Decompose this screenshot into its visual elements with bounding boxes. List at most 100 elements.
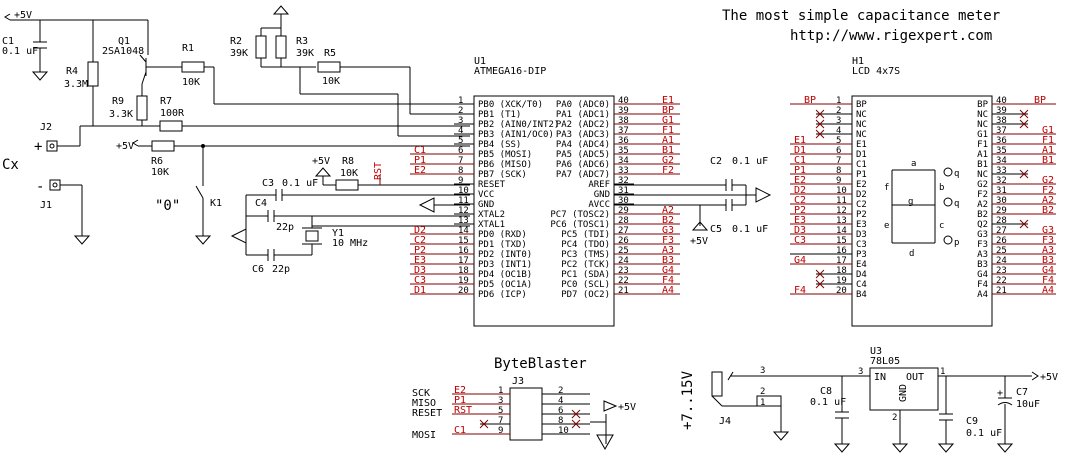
svg-text:d: d	[909, 249, 914, 259]
u1-pin-39-label: PA1 (ADC1)	[556, 110, 610, 120]
connector-j4: J4 3 2 1	[711, 366, 790, 441]
h1-pin-23-label: G4	[977, 270, 988, 280]
svg-text:b: b	[939, 183, 944, 193]
u1-pin-8-number: 8	[458, 166, 463, 176]
svg-text:0.1 uF: 0.1 uF	[732, 156, 768, 167]
u1-pin-26-number: 26	[618, 236, 629, 246]
svg-text:3: 3	[858, 367, 863, 377]
u1-pin-9-label: RESET	[478, 180, 506, 190]
h1-pin-11-number: 11	[836, 196, 847, 206]
u1-net-33: F2	[662, 165, 674, 176]
h1-pin-10-number: 10	[836, 186, 847, 196]
u1-pin-24-label: PC2 (TCK)	[561, 260, 610, 270]
schematic-url[interactable]: http://www.rigexpert.com	[790, 28, 992, 44]
u1-pin-17-label: PD3 (INT1)	[478, 260, 532, 270]
u1-pin-8-label: PB7 (SCK)	[478, 170, 527, 180]
h1-pin-28-label: Q2	[977, 220, 988, 230]
h1-pin-5-label: E1	[856, 140, 867, 150]
u1-pin-14-label: PD0 (RXD)	[478, 230, 527, 240]
j3-pin-9-number: 9	[498, 426, 503, 436]
u1-pin-2-number: 2	[458, 106, 463, 116]
u1-pin-16-number: 16	[458, 246, 469, 256]
u1-pin-7-label: PB6 (MISO)	[478, 160, 532, 170]
u1-pin-20-label: PD6 (ICP)	[478, 290, 527, 300]
j3-signal-1: SCK	[412, 388, 430, 399]
connector-j2: J2 +	[34, 122, 160, 155]
u1-pin-3-number: 3	[458, 116, 463, 126]
capacitor-c9: C9 0.1 uF	[937, 376, 1002, 453]
crystal-y1: Y1 10 MHz	[302, 216, 470, 255]
h1-pin-5-number: 5	[836, 136, 841, 146]
u1-pin-15-label: PD1 (TXD)	[478, 240, 527, 250]
j3-pin-6-number: 6	[558, 406, 563, 416]
resistor-r4: R4 3.3M	[64, 61, 99, 126]
u1-pin-23-number: 23	[618, 266, 629, 276]
h1-net-13: E3	[794, 215, 806, 226]
svg-text:C3: C3	[262, 178, 274, 189]
svg-text:H1: H1	[852, 56, 864, 67]
capacitor-c2: C2 0.1 uF	[614, 156, 772, 205]
svg-text:+: +	[34, 139, 42, 155]
u1-pin-32-label: AREF	[588, 180, 610, 190]
j3-net-9: C1	[454, 425, 466, 436]
svg-text:IN: IN	[874, 372, 886, 383]
svg-text:0.1 uF: 0.1 uF	[810, 397, 846, 408]
svg-text:100R: 100R	[160, 108, 185, 119]
j3-pin-3-number: 3	[498, 396, 503, 406]
j3-net-1: E2	[454, 385, 466, 396]
svg-text:39K: 39K	[296, 48, 314, 59]
h1-net-5: E1	[794, 135, 806, 146]
h1-net-14: D3	[794, 225, 806, 236]
svg-text:10K: 10K	[151, 167, 169, 178]
h1-pin-32-label: G2	[977, 180, 988, 190]
u1-pin-9-number: 9	[458, 176, 463, 186]
capacitor-c7: C7 10uF +	[996, 376, 1040, 453]
h1-net-20: F4	[794, 285, 806, 296]
svg-text:+5V: +5V	[690, 236, 708, 247]
capacitor-c5: C5 0.1 uF +5V	[614, 199, 768, 247]
resistor-r6: +5V R6 10K	[116, 139, 470, 178]
h1-pin-14-label: D3	[856, 230, 867, 240]
h1-pin-29-label: B2	[977, 210, 988, 220]
h1-pin-10-label: D2	[856, 190, 867, 200]
h1-pin-14-number: 14	[836, 226, 847, 236]
svg-text:10K: 10K	[182, 77, 200, 88]
u1-pin-36-number: 36	[618, 136, 629, 146]
u1-net-22: F4	[662, 275, 674, 286]
svg-text:R4: R4	[66, 66, 78, 77]
h1-net-26: F3	[1042, 235, 1054, 246]
svg-text:0.1 uF: 0.1 uF	[282, 178, 318, 189]
u1-pin-25-label: PC3 (TMS)	[561, 250, 610, 260]
svg-text:R8: R8	[342, 156, 354, 167]
h1-pin-19-number: 19	[836, 276, 847, 286]
u1-net-16: P2	[414, 245, 426, 256]
h1-pin-23-number: 23	[996, 266, 1007, 276]
svg-text:J1: J1	[40, 200, 52, 211]
svg-text:OUT: OUT	[906, 372, 924, 383]
u1-pin-39-number: 39	[618, 106, 629, 116]
h1-pin-35-label: A1	[977, 150, 988, 160]
j3-pin-5-number: 5	[498, 406, 503, 416]
h1-pin-2-label: NC	[856, 110, 867, 120]
resistor-r1: R1 10K	[181, 43, 470, 105]
h1-net-17: G4	[794, 255, 806, 266]
svg-text:a: a	[911, 159, 916, 169]
svg-text:K1: K1	[210, 198, 222, 209]
svg-text:-: -	[36, 179, 44, 195]
u1-net-35: B1	[662, 145, 674, 156]
u1-pin-37-number: 37	[618, 126, 629, 136]
u1-net-29: A2	[662, 205, 674, 216]
svg-text:C5: C5	[710, 224, 722, 235]
svg-text:C9: C9	[966, 416, 978, 427]
h1-pin-12-number: 12	[836, 206, 847, 216]
h1-pin-30-number: 30	[996, 196, 1007, 206]
u1-pin-19-number: 19	[458, 276, 469, 286]
svg-text:C7: C7	[1016, 387, 1028, 398]
h1-pin-15-label: C3	[856, 240, 867, 250]
zero-label: "0"	[155, 198, 180, 214]
svg-text:R9: R9	[112, 96, 124, 107]
svg-text:R6: R6	[151, 156, 163, 167]
switch-k1[interactable]: "0" K1	[155, 146, 222, 245]
